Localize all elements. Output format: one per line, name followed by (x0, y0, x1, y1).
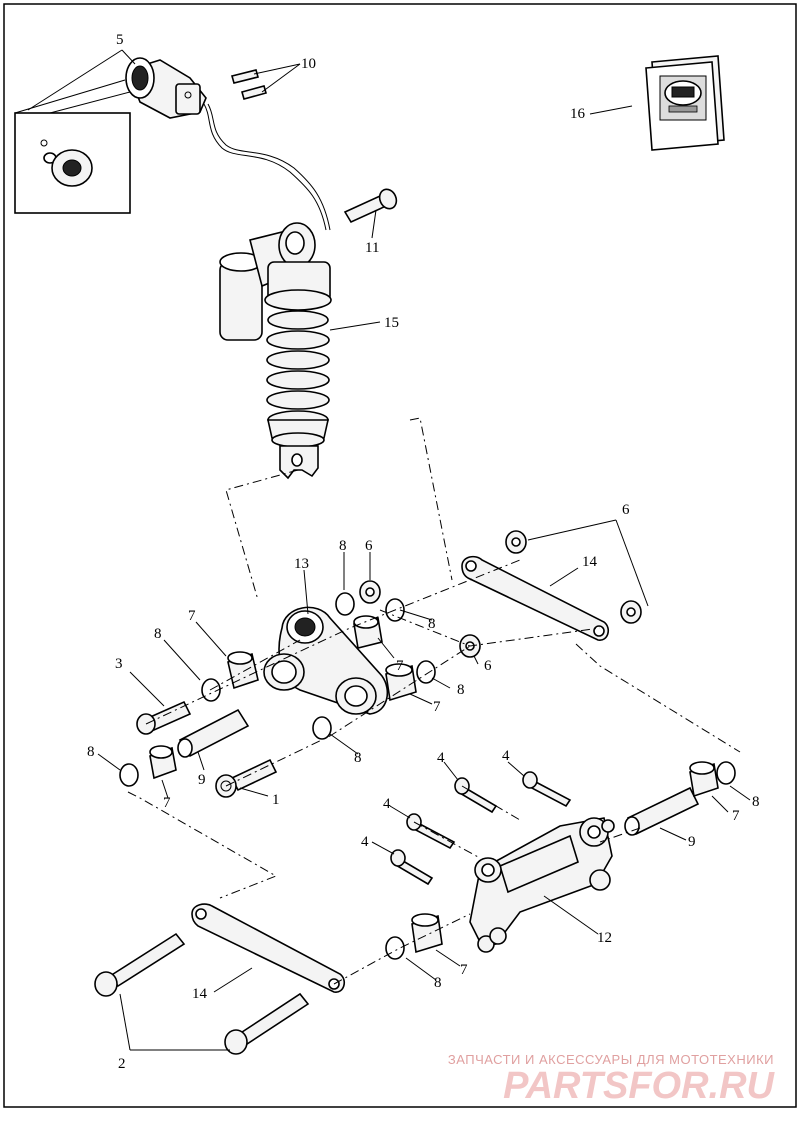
callout-16: 16 (570, 106, 586, 122)
watermark-tagline: ЗАПЧАСТИ И АКСЕССУАРЫ ДЛЯ МОТОТЕХНИКИ (447, 1052, 774, 1067)
callout-4c: 4 (383, 796, 391, 812)
callout-4b: 4 (502, 748, 510, 764)
callout-8h: 8 (434, 975, 442, 991)
callout-8a: 8 (339, 538, 347, 554)
callout-11: 11 (365, 240, 379, 256)
watermark: ЗАПЧАСТИ И АКСЕССУАРЫ ДЛЯ МОТОТЕХНИКИ PA… (448, 1052, 774, 1108)
bolts-part-2 (94, 932, 310, 1055)
callout-7d: 7 (163, 795, 171, 811)
callout-4a: 4 (437, 750, 445, 766)
sleeve-left-part-9 (177, 708, 250, 758)
seals-part-8 (119, 592, 736, 960)
callout-9a: 9 (198, 772, 206, 788)
callout-labels: 5 10 16 11 15 6 8 6 13 14 7 8 8 7 3 6 8 … (87, 32, 760, 1072)
callout-8e: 8 (87, 744, 95, 760)
callout-6c: 6 (484, 658, 492, 674)
linkage-rocker-part-13 (263, 606, 389, 715)
tie-rod-upper-part-14 (461, 555, 610, 641)
bolt-part-1 (215, 758, 278, 798)
callout-7f: 7 (460, 962, 468, 978)
callout-8d: 8 (457, 682, 465, 698)
callout-10: 10 (301, 56, 316, 72)
swingarm-bracket-part-12 (469, 817, 615, 953)
callout-13: 13 (294, 556, 309, 572)
adjuster-detail-inset (14, 79, 131, 214)
callout-6a: 6 (622, 502, 630, 518)
callout-7e: 7 (732, 808, 740, 824)
sleeve-right-part-9 (624, 786, 700, 836)
callout-2: 2 (118, 1056, 126, 1072)
diagram-frame (3, 3, 797, 1108)
callout-8f: 8 (354, 750, 362, 766)
callout-4d: 4 (361, 834, 369, 850)
callout-7b: 7 (396, 658, 404, 674)
callout-3: 3 (115, 656, 123, 672)
service-manual-part-16 (645, 55, 725, 151)
callout-7a: 7 (188, 608, 196, 624)
callout-8b: 8 (428, 616, 436, 632)
leader-lines (27, 49, 751, 1051)
rear-shock-part-15 (219, 222, 332, 480)
callout-12: 12 (597, 930, 612, 946)
watermark-logo: PARTSFOR.RU (503, 1065, 774, 1107)
callout-8c: 8 (154, 626, 162, 642)
callout-14a: 14 (582, 554, 598, 570)
assembly-lines (127, 417, 741, 985)
pins-part-10 (231, 69, 267, 100)
callout-9b: 9 (688, 834, 696, 850)
bolts-part-4 (390, 771, 572, 886)
preload-adjuster-part-5 (125, 57, 331, 231)
tie-rod-lower-part-14 (191, 903, 346, 993)
callout-15: 15 (384, 315, 399, 331)
callout-8g: 8 (752, 794, 760, 810)
callout-14b: 14 (192, 986, 208, 1002)
callout-1: 1 (272, 792, 280, 808)
callout-7c: 7 (433, 699, 441, 715)
bushings-part-7 (149, 615, 719, 954)
callout-5: 5 (116, 32, 124, 48)
bolt-part-11 (343, 188, 398, 224)
callout-6b: 6 (365, 538, 373, 554)
